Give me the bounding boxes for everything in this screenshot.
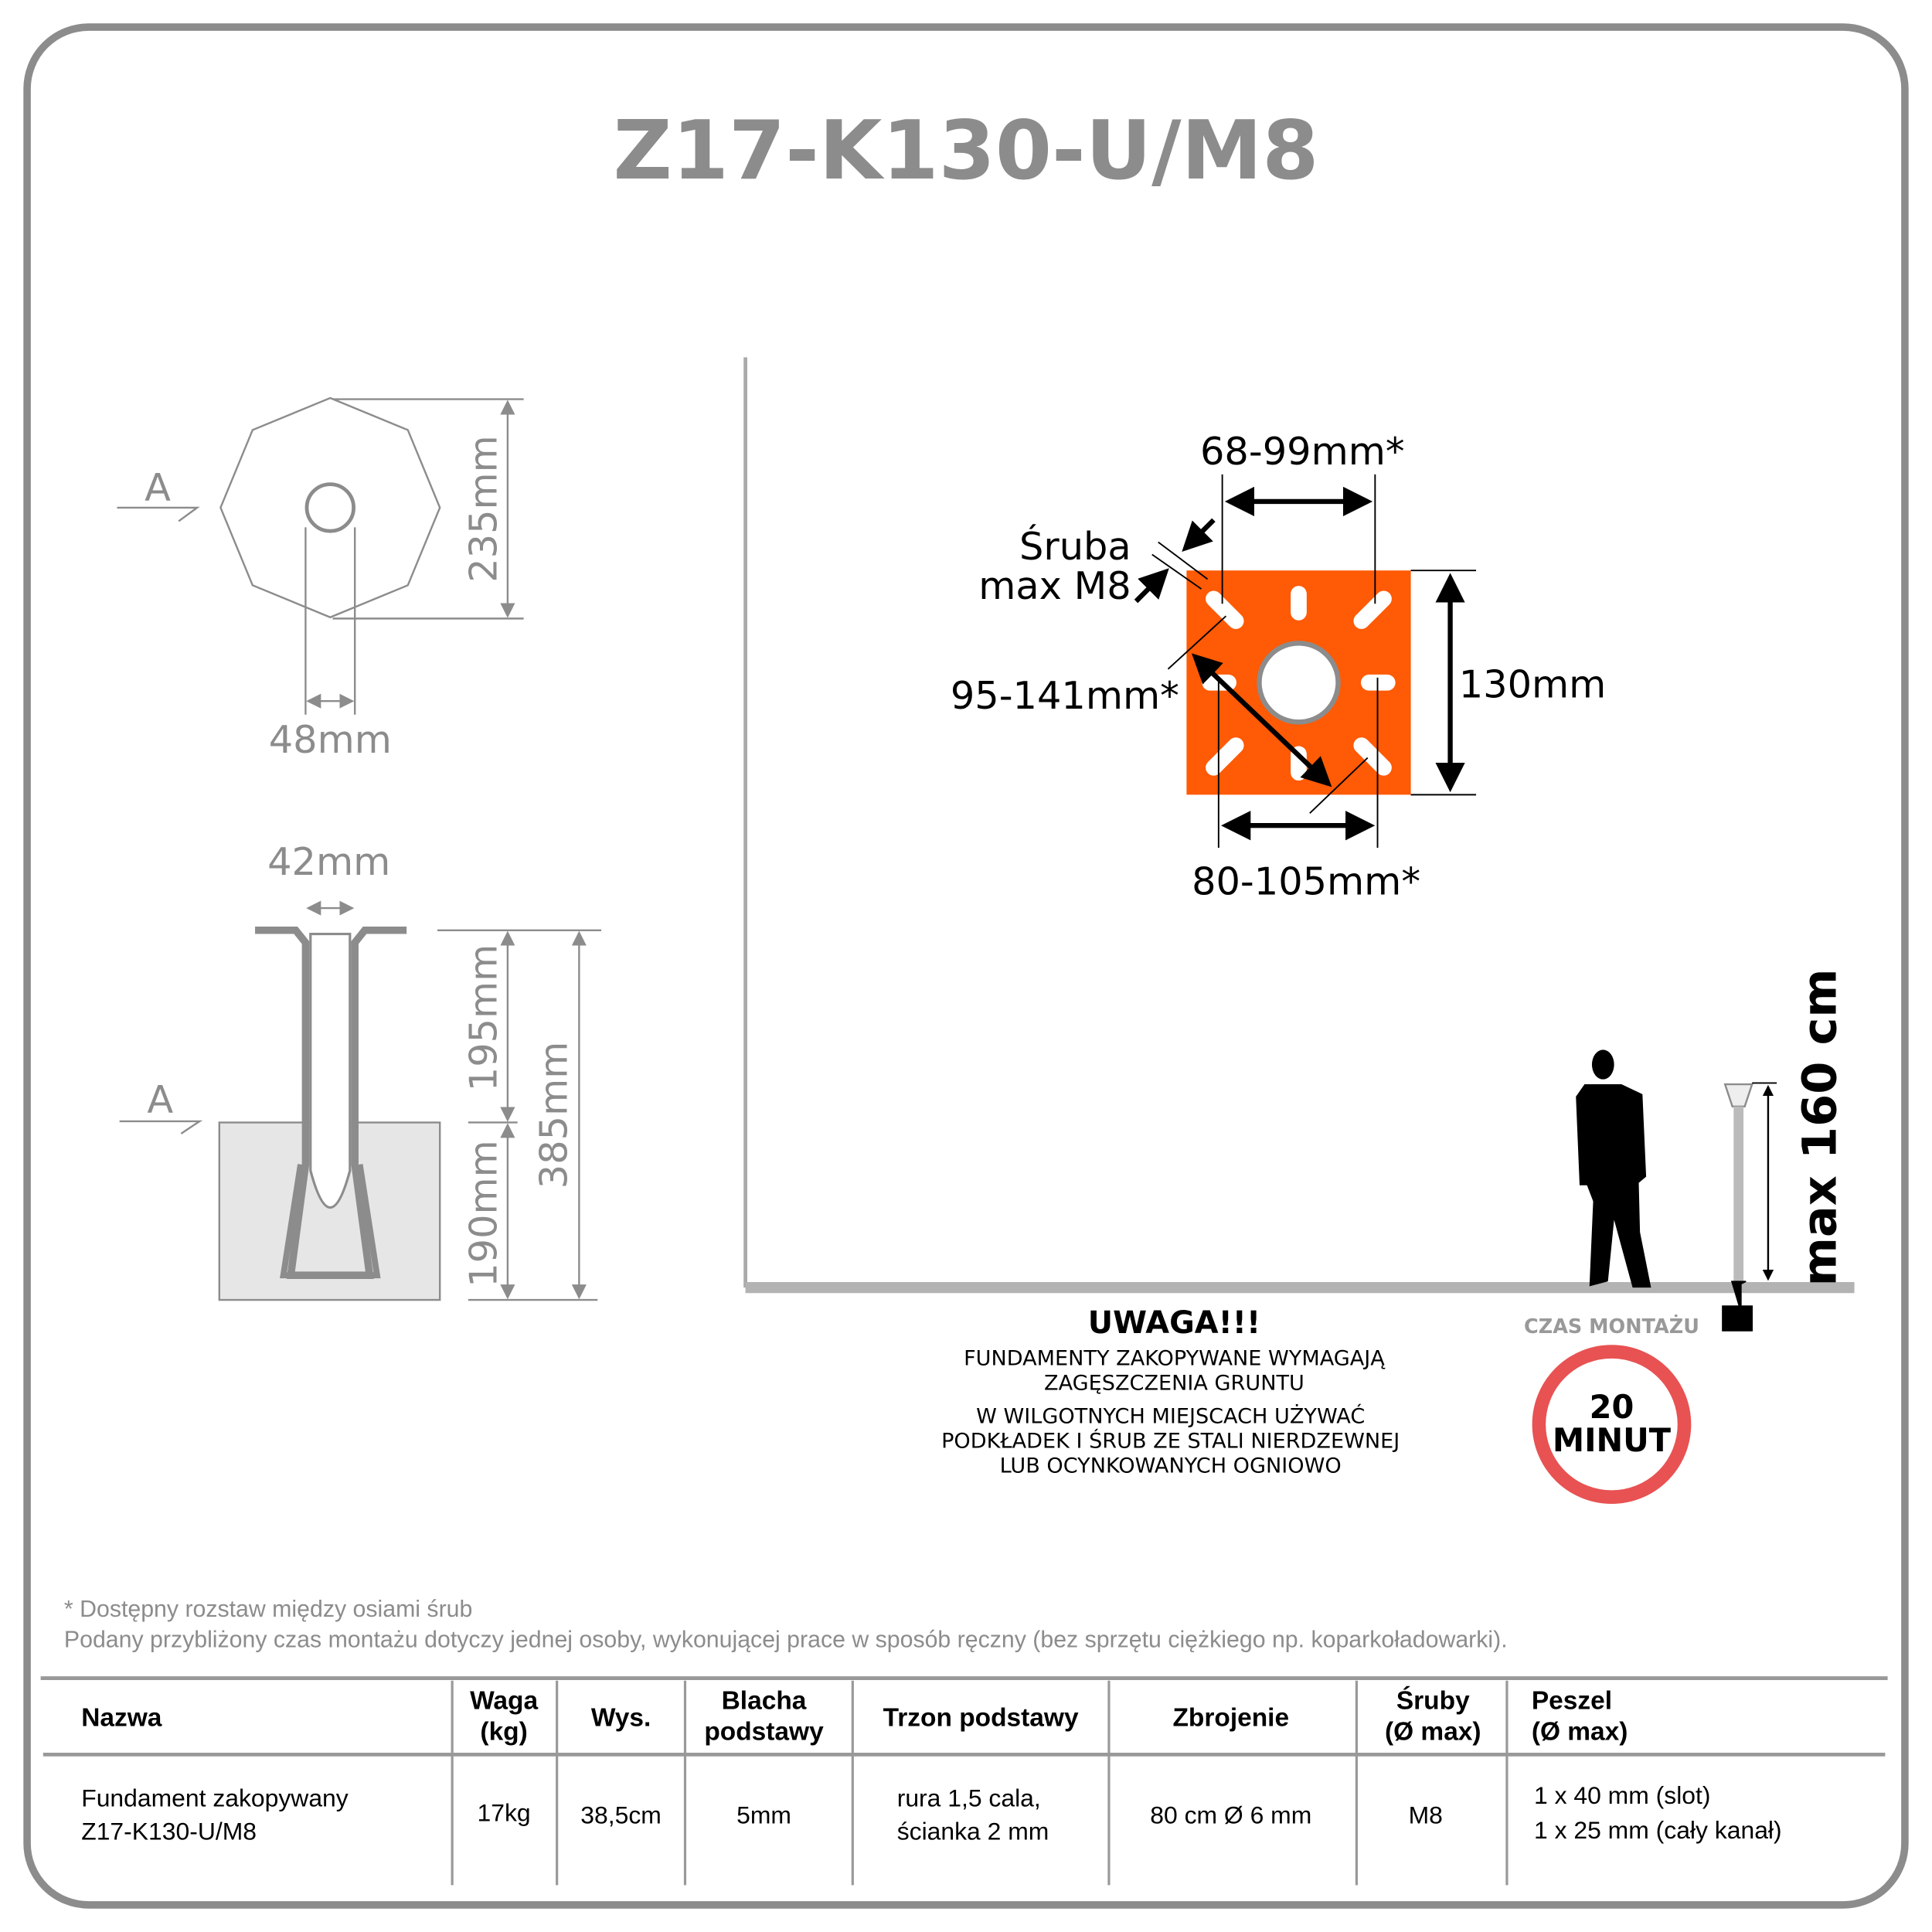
install-time-badge: CZAS MONTAŻU 20 MINUT — [1524, 1315, 1699, 1504]
cell-shaft: rura 1,5 cala, — [897, 1784, 1041, 1811]
footnote: Podany przybliżony czas montażu dotyczy … — [64, 1628, 1508, 1653]
table-row: Fundament zakopywany Z17-K130-U/M8 17kg … — [81, 1781, 1781, 1845]
rebar — [280, 1164, 381, 1279]
header-cell: (kg) — [480, 1717, 527, 1746]
warning-line: FUNDAMENTY ZAKOPYWANE WYMAGAJĄ — [964, 1347, 1386, 1371]
footnote: * Dostępny rozstaw między osiami śrub — [64, 1597, 472, 1622]
install-time-label: CZAS MONTAŻU — [1524, 1315, 1699, 1338]
warning-line: W WILGOTNYCH MIEJSCACH UŻYWAĆ — [976, 1404, 1365, 1429]
upper-dim: 195mm — [461, 944, 506, 1092]
cell-bolts: M8 — [1409, 1801, 1443, 1829]
cell-name: Z17-K130-U/M8 — [81, 1817, 257, 1845]
side-view: 42mm 195mm 190mm 385mm A — [119, 839, 602, 1301]
cell-conduit: 1 x 40 mm (slot) — [1534, 1781, 1710, 1809]
cell-height: 38,5cm — [580, 1801, 662, 1829]
cell-weight: 17kg — [478, 1799, 531, 1827]
base-plate: 68-99mm* Śruba max M8 95-141mm* 130mm 80… — [951, 429, 1606, 903]
lamp-icon — [1722, 1083, 1753, 1332]
top-spacing-dim: 68-99mm* — [1200, 429, 1405, 474]
cell-plate: 5mm — [736, 1801, 791, 1829]
octagon-base — [219, 396, 441, 619]
header-cell: Peszel — [1532, 1686, 1612, 1715]
header-cell: podstawy — [704, 1717, 824, 1746]
tube — [309, 932, 352, 1209]
warning-line: LUB OCYNKOWANYCH OGNIOWO — [1000, 1454, 1342, 1478]
header-cell: Trzon podstawy — [883, 1704, 1079, 1733]
install-time-value: 20 — [1590, 1389, 1634, 1426]
table-header: Nazwa Waga (kg) Wys. Blacha podstawy Trz… — [81, 1685, 1628, 1746]
warning-line: ZAGĘSZCZENIA GRUNTU — [1044, 1371, 1304, 1395]
spec-table: Nazwa Waga (kg) Wys. Blacha podstawy Trz… — [40, 1676, 1888, 1886]
header-cell: Wys. — [591, 1704, 651, 1733]
diagonal-spacing-dim: 95-141mm* — [951, 673, 1179, 718]
header-cell: Blacha — [722, 1686, 807, 1715]
header-cell: Zbrojenie — [1172, 1704, 1289, 1733]
tube-section — [304, 482, 355, 533]
bottom-spacing-dim: 80-105mm* — [1192, 859, 1420, 904]
section-label: A — [145, 464, 171, 509]
cell-name: Fundament zakopywany — [81, 1784, 349, 1811]
person-icon — [1576, 1049, 1651, 1288]
timer-ring — [1532, 1345, 1692, 1504]
cell-shaft: ścianka 2 mm — [897, 1817, 1049, 1845]
warning-title: UWAGA!!! — [1088, 1305, 1260, 1341]
lower-dim: 190mm — [461, 1140, 506, 1287]
max-height-label: max 160 cm — [1794, 968, 1848, 1286]
section-label: A — [147, 1077, 173, 1122]
cell-conduit: 1 x 25 mm (cały kanał) — [1534, 1816, 1782, 1844]
install-time-unit: MINUT — [1553, 1422, 1672, 1459]
top-view: 48mm 235mm A — [117, 396, 524, 762]
page-title: Z17-K130-U/M8 — [613, 103, 1318, 198]
header-cell: Śruby — [1396, 1685, 1470, 1715]
header-cell: (Ø max) — [1532, 1717, 1628, 1746]
header-cell: (Ø max) — [1385, 1717, 1481, 1746]
header-cell: Waga — [470, 1686, 538, 1715]
warning-line: PODKŁADEK I ŚRUB ZE STALI NIERDZEWNEJ — [941, 1428, 1400, 1453]
tube-dim: 48mm — [269, 717, 392, 762]
cell-rebar: 80 cm Ø 6 mm — [1150, 1801, 1311, 1829]
total-dim: 385mm — [531, 1042, 576, 1189]
height-dim: 235mm — [461, 435, 506, 583]
warning-block: UWAGA!!! FUNDAMENTY ZAKOPYWANE WYMAGAJĄ … — [941, 1305, 1400, 1478]
bolt-size-label: max M8 — [978, 563, 1131, 608]
plate-height-dim: 130mm — [1459, 662, 1607, 706]
header-cell: Nazwa — [81, 1704, 162, 1733]
frame — [23, 23, 1909, 1909]
bolt-label: Śruba — [1019, 523, 1131, 569]
side-tube-dim: 42mm — [267, 839, 390, 884]
